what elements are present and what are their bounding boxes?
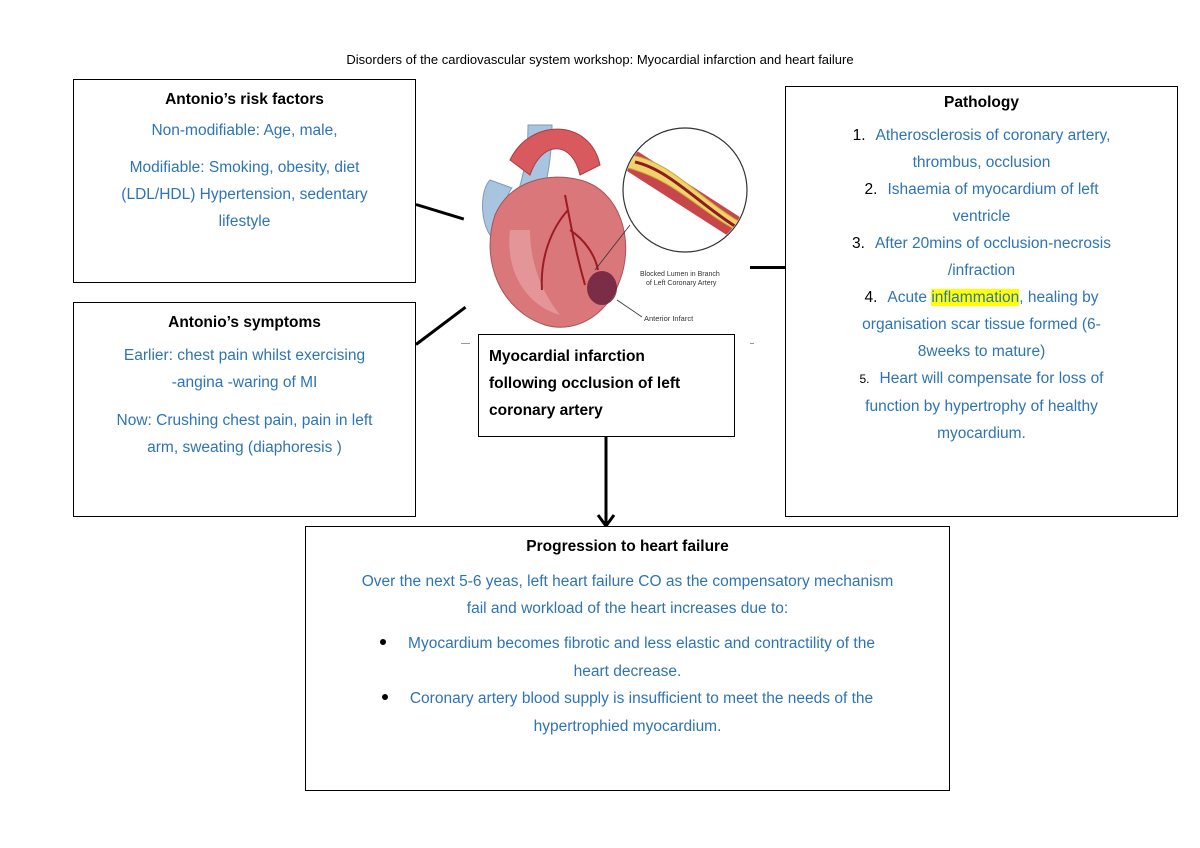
pathology-item-3-line-2: /infraction bbox=[947, 262, 1016, 279]
progression-bullet-2-line-1: Coronary artery blood supply is insuffic… bbox=[409, 690, 874, 707]
down-arrow bbox=[596, 437, 616, 529]
pathology-list: 1. Atherosclerosis of coronary artery, th… bbox=[786, 122, 1177, 447]
modifiable-line-3: lifestyle bbox=[218, 213, 271, 230]
progression-bullet-1-line-1: Myocardium becomes fibrotic and less ela… bbox=[408, 635, 875, 652]
pathology-box: Pathology 1. Atherosclerosis of coronary … bbox=[785, 86, 1178, 517]
pathology-title: Pathology bbox=[944, 94, 1019, 111]
connector-symptoms-to-heart bbox=[415, 305, 467, 346]
symptoms-box: Antonio’s symptoms Earlier: chest pain w… bbox=[73, 302, 416, 517]
aorta-arch bbox=[509, 128, 601, 176]
pathology-item-4-num: 4. bbox=[864, 289, 878, 306]
modifiable-line-2: (LDL/HDL) Hypertension, sedentary bbox=[121, 186, 368, 203]
pathology-item-4: 4. Acute inflammation, healing by organis… bbox=[786, 284, 1177, 365]
connector-heart-to-pathology bbox=[749, 266, 785, 269]
mi-line-2: following occlusion of left bbox=[489, 375, 681, 392]
heart-shading bbox=[509, 230, 560, 315]
progression-bullet-1: Myocardium becomes fibrotic and less ela… bbox=[306, 630, 949, 685]
progression-bullets: Myocardium becomes fibrotic and less ela… bbox=[306, 630, 949, 740]
pathology-item-5-line-3: myocardium. bbox=[937, 425, 1026, 442]
pathology-item-2-line-1: Ishaemia of myocardium of left bbox=[887, 181, 1099, 198]
document-title: Disorders of the cardiovascular system w… bbox=[346, 52, 854, 67]
mi-line-1: Myocardial infarction bbox=[489, 348, 645, 365]
progression-bullet-2: Coronary artery blood supply is insuffic… bbox=[306, 685, 949, 740]
coronary-artery bbox=[540, 194, 599, 291]
non-modifiable-text: Non-modifiable: Age, male, bbox=[151, 122, 338, 139]
symptoms-title: Antonio’s symptoms bbox=[168, 314, 321, 331]
now-symptoms: Now: Crushing chest pain, pain in left a… bbox=[74, 409, 415, 460]
pathology-item-2-line-2: ventricle bbox=[952, 208, 1011, 225]
earlier-symptoms: Earlier: chest pain whilst exercising -a… bbox=[74, 344, 415, 395]
pathology-item-2: 2. Ishaemia of myocardium of left ventric… bbox=[786, 176, 1177, 230]
modifiable-text: Modifiable: Smoking, obesity, diet (LDL/… bbox=[74, 156, 415, 234]
blocked-lumen-label: Blocked Lumen in Branch of Left Coronary… bbox=[640, 270, 720, 288]
pathology-item-5-num: 5. bbox=[859, 372, 870, 386]
pathology-item-2-num: 2. bbox=[864, 181, 878, 198]
inset-pointer bbox=[594, 224, 631, 271]
infarct-pointer bbox=[616, 299, 643, 318]
progression-box: Progression to heart failure Over the ne… bbox=[305, 526, 950, 791]
pathology-item-4-line-1-post: , healing by bbox=[1019, 289, 1099, 306]
pathology-item-1-line-1: Atherosclerosis of coronary artery, bbox=[875, 127, 1111, 144]
modifiable-line-1: Modifiable: Smoking, obesity, diet bbox=[129, 159, 360, 176]
progression-bullet-2-line-2: hypertrophied myocardium. bbox=[533, 717, 722, 735]
risk-factors-title: Antonio’s risk factors bbox=[165, 91, 324, 108]
pathology-item-4-line-3: 8weeks to mature) bbox=[917, 343, 1046, 360]
pathology-item-5-line-1: Heart will compensate for loss of bbox=[879, 370, 1104, 387]
progression-title: Progression to heart failure bbox=[526, 538, 729, 555]
earlier-line-2: -angina -waring of MI bbox=[171, 374, 318, 391]
progression-intro-line-1: Over the next 5-6 yeas, left heart failu… bbox=[361, 573, 894, 590]
heart-illustration bbox=[470, 120, 750, 345]
pathology-item-5: 5. Heart will compensate for loss of func… bbox=[786, 365, 1177, 447]
mi-line-3: coronary artery bbox=[489, 402, 603, 419]
connector-risk-to-heart bbox=[415, 203, 465, 221]
pathology-item-3-num: 3. bbox=[852, 235, 865, 252]
pathology-item-3-line-1: After 20mins of occlusion-necrosis bbox=[874, 235, 1111, 252]
myocardial-infarction-box: Myocardial infarction following occlusio… bbox=[478, 334, 735, 437]
progression-intro-line-2: fail and workload of the heart increases… bbox=[466, 600, 789, 617]
earlier-line-1: Earlier: chest pain whilst exercising bbox=[123, 347, 366, 364]
risk-factors-box: Antonio’s risk factors Non-modifiable: A… bbox=[73, 79, 416, 283]
blocked-lumen-label-line-2: of Left Coronary Artery bbox=[646, 280, 717, 287]
infarct-area bbox=[587, 271, 617, 305]
blocked-lumen-label-line-1: Blocked Lumen in Branch bbox=[640, 271, 720, 278]
pathology-item-4-line-2: organisation scar tissue formed (6- bbox=[862, 316, 1101, 333]
pathology-item-3: 3. After 20mins of occlusion-necrosis /in… bbox=[786, 230, 1177, 284]
progression-intro: Over the next 5-6 yeas, left heart failu… bbox=[306, 568, 949, 622]
anterior-infarct-label: Anterior Infarct bbox=[644, 314, 694, 323]
pathology-item-1-num: 1. bbox=[852, 127, 866, 144]
pathology-item-1-line-2: thrombus, occlusion bbox=[912, 154, 1051, 171]
inflammation-highlight: inflammation bbox=[931, 289, 1020, 306]
pathology-item-4-line-1-pre: Acute bbox=[887, 289, 932, 306]
bullet-icon bbox=[380, 638, 387, 645]
pathology-item-1: 1. Atherosclerosis of coronary artery, th… bbox=[786, 122, 1177, 176]
now-line-1: Now: Crushing chest pain, pain in left bbox=[116, 412, 373, 429]
progression-bullet-1-line-2: heart decrease. bbox=[573, 662, 682, 680]
bullet-icon bbox=[381, 693, 388, 700]
pathology-item-5-line-2: function by hypertrophy of healthy bbox=[865, 398, 1098, 415]
now-line-2: arm, sweating (diaphoresis ) bbox=[147, 439, 342, 456]
